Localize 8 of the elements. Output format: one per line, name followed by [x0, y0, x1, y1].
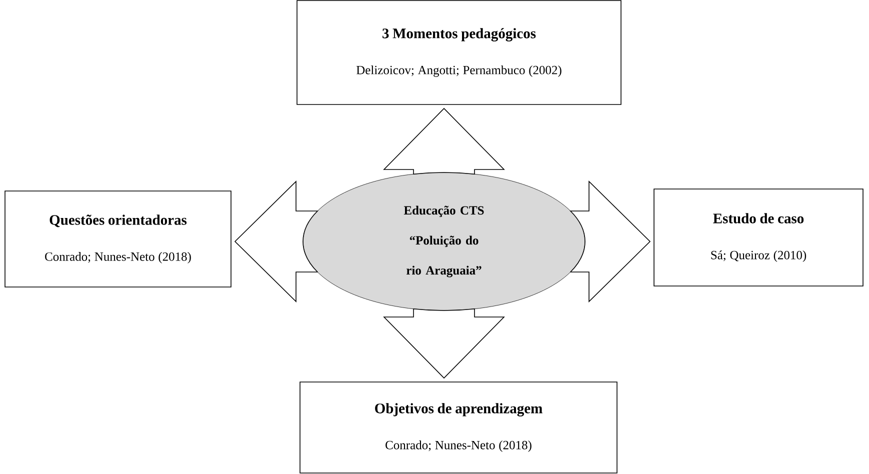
text-box: Estudo de caso Sá; Queiroz (2010)	[654, 188, 864, 286]
block-arrow	[384, 308, 504, 378]
block-arrow	[234, 181, 318, 302]
text-box: Objetivos de aprendizagem Conrado; Nunes-Neto (2018)	[300, 382, 618, 474]
text-box: Questões orientadoras Conrado; Nunes-Neto (2018)	[4, 190, 232, 288]
text-box: 3 Momentos pedagógicos Delizoicov; Angotti; Pernambuco (2002)	[296, 0, 622, 105]
block-arrow	[384, 108, 504, 175]
block-arrow	[570, 181, 650, 302]
